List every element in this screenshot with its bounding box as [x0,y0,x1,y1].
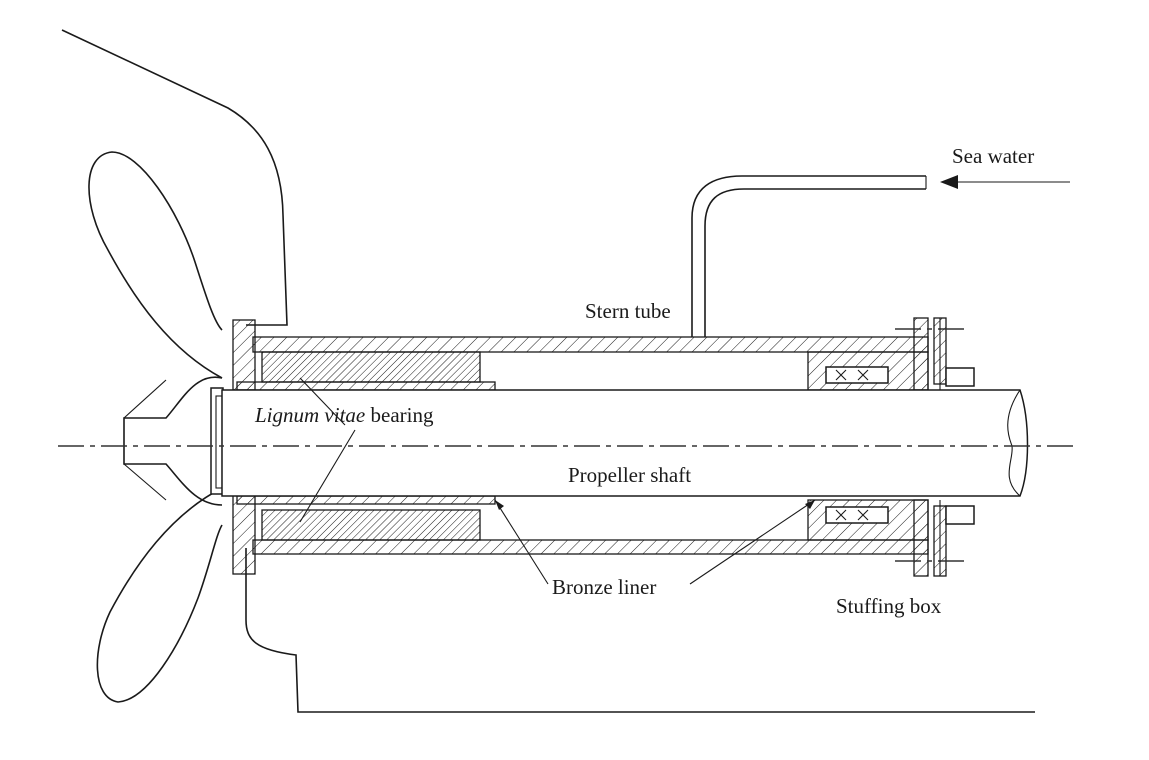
label-stuffing-box: Stuffing box [836,594,942,618]
label-sea-water: Sea water [952,144,1034,168]
stern-tube-bottom-wall [252,539,929,555]
leader-bronze-liner-right [689,499,816,585]
stuffing-packing-marks-lower [835,509,869,521]
label-bearing-rest: bearing [365,403,434,427]
propeller-upper-blade [88,151,223,379]
sea-water-arrow-icon [940,175,958,189]
leader-bearing-upper [299,377,346,426]
sea-water-pipe-inner [704,188,926,337]
propeller-lower-blade [96,487,223,703]
hull-outline [61,29,288,326]
bronze-liner-upper [236,381,496,391]
aft-flange-top [232,319,256,391]
propeller-boss [210,387,224,495]
gland-ring-bottom [945,505,975,525]
stuffing-packing-upper [825,366,889,384]
propeller-blade-edge-lower [123,463,167,501]
propeller-blade-edge-upper [123,379,167,419]
bearing-upper [261,351,481,383]
label-stern-tube: Stern tube [585,299,671,323]
stuffing-packing-lower [825,506,889,524]
hull-lower-outline [245,548,1035,713]
bearing-lower [261,509,481,541]
propeller-hub [123,376,223,506]
label-bearing-italic: Lignum vitae [254,403,365,427]
label-propeller-shaft: Propeller shaft [568,463,691,487]
sea-water-pipe [691,175,926,337]
bronze-liner-lower [236,495,496,505]
leader-bearing-lower [299,429,356,523]
gland-ring-top [945,367,975,387]
leader-bronze-liner-left [494,499,549,585]
arrow-bronze-left-icon [495,500,504,510]
stern-tube-top-wall [252,336,929,353]
gland-flange-bottom [913,499,929,577]
label-bearing: Lignum vitae bearing [254,403,434,427]
stuffing-packing-marks-upper [835,369,869,381]
arrow-bronze-right-icon [805,500,815,509]
label-bronze-liner: Bronze liner [552,575,656,599]
